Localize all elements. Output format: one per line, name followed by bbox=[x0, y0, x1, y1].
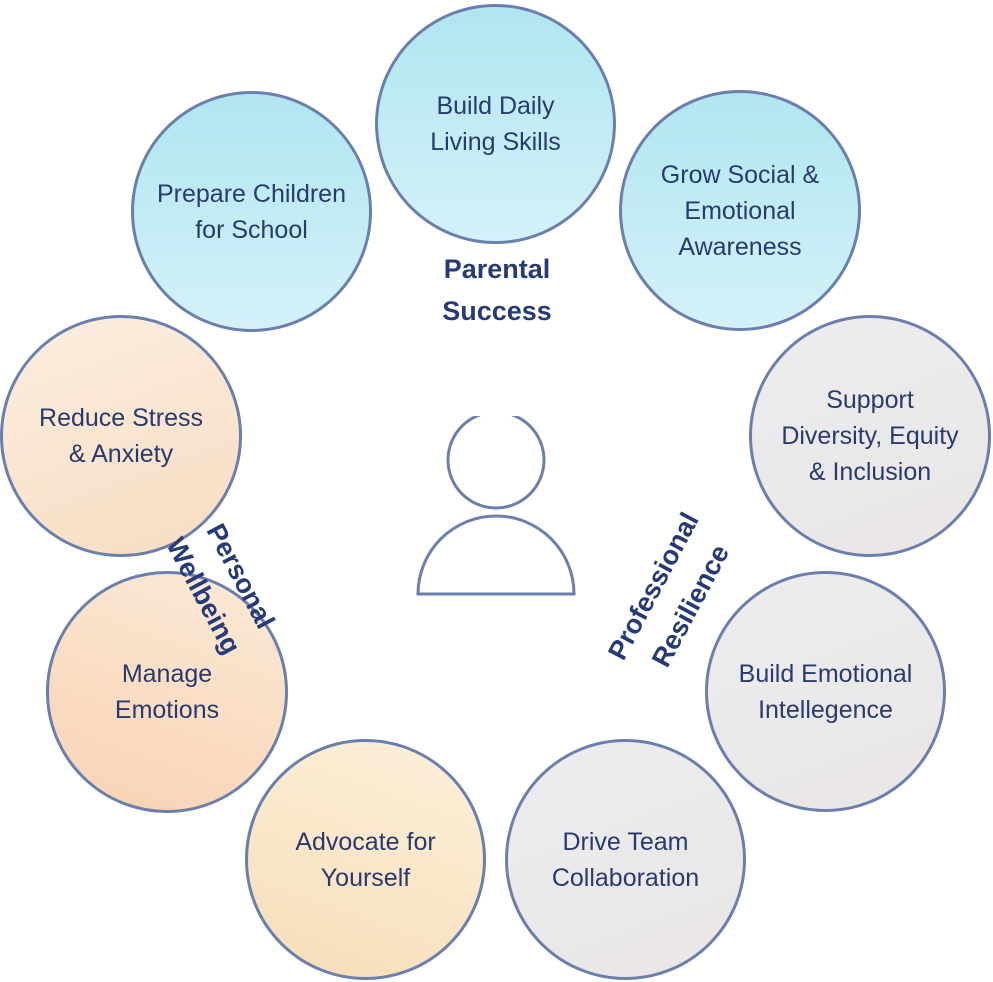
circle-label: Support Diversity, Equity & Inclusion bbox=[781, 386, 959, 486]
circle-label: Grow Social & Emotional Awareness bbox=[660, 160, 820, 261]
circle-label: Reduce Stress & Anxiety bbox=[39, 404, 203, 468]
circle-prepare-children: Prepare Children for School bbox=[131, 91, 372, 332]
circle-reduce-stress: Reduce Stress & Anxiety bbox=[0, 315, 242, 557]
circle-team-collaboration: Drive Team Collaboration bbox=[505, 739, 746, 980]
circle-manage-emotions: Manage Emotions bbox=[46, 571, 288, 813]
circle-diversity-equity-inclusion: Support Diversity, Equity & Inclusion bbox=[749, 315, 991, 557]
circle-label: Build Emotional Intellegence bbox=[738, 659, 913, 724]
circle-label: Prepare Children for School bbox=[157, 179, 346, 244]
circle-daily-living-skills: Build Daily Living Skills bbox=[375, 4, 616, 244]
circle-label: Manage Emotions bbox=[114, 660, 220, 724]
circle-label: Advocate for Yourself bbox=[295, 827, 436, 892]
person-icon bbox=[416, 416, 576, 596]
group-label-parental-success: Parental Success bbox=[442, 254, 552, 326]
circle-advocate-yourself: Advocate for Yourself bbox=[245, 739, 486, 980]
circle-label: Drive Team Collaboration bbox=[551, 827, 700, 892]
circle-label: Build Daily Living Skills bbox=[430, 92, 561, 156]
circle-social-emotional-awareness: Grow Social & Emotional Awareness bbox=[619, 90, 861, 331]
circle-emotional-intelligence: Build Emotional Intellegence bbox=[705, 571, 946, 812]
